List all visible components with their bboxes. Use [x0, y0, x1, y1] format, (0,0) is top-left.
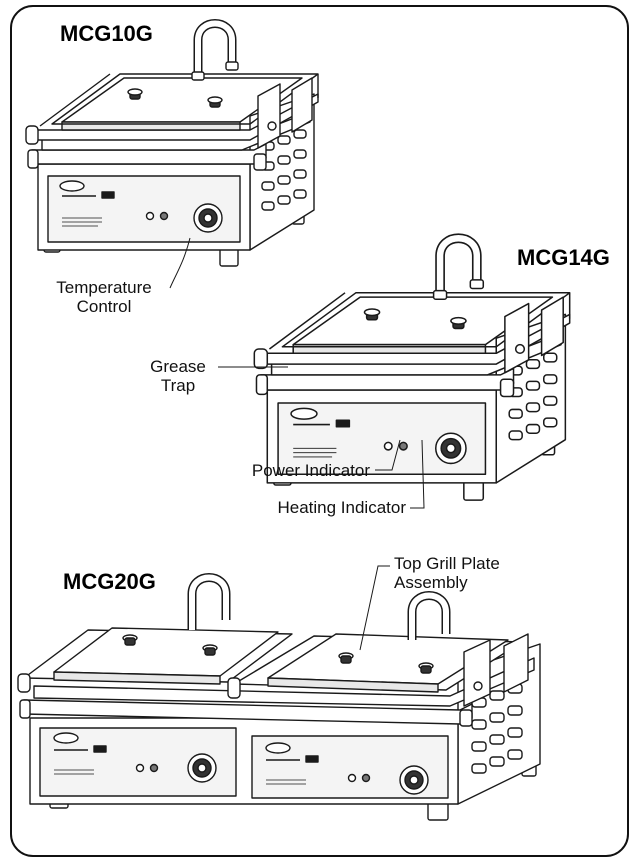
page-border: [10, 5, 629, 857]
leader-lines: [169, 237, 425, 651]
label-power-indicator: Power Indicator: [251, 461, 370, 480]
model-label-mcg20g: MCG20G: [63, 569, 156, 594]
label-heating-indicator: Heating Indicator: [277, 498, 406, 517]
label-temperature-control-line2: Control: [76, 297, 132, 316]
label-top-grill-plate-assembly: Top Grill Plate Assembly: [394, 554, 500, 592]
model-label-mcg14g: MCG14G: [517, 245, 610, 270]
label-temperature-control-line1: Temperature: [56, 278, 152, 297]
model-label-mcg10g: MCG10G: [60, 21, 153, 46]
label-top-grill-plate-assembly-line1: Top Grill Plate: [394, 554, 500, 573]
leader-power-indicator: [375, 439, 401, 471]
label-grease-trap-line1: Grease: [150, 357, 206, 376]
leader-temperature-control: [169, 237, 191, 289]
grill-mcg20g: [17, 573, 541, 821]
label-grease-trap-line2: Trap: [160, 376, 196, 395]
label-temperature-control: Temperature Control: [20, 278, 188, 316]
label-top-grill-plate-assembly-line2: Assembly: [394, 573, 468, 592]
leader-top-grill-plate: [359, 565, 390, 651]
grill-mcg10g: [26, 24, 318, 267]
label-grease-trap: Grease Trap: [138, 357, 218, 395]
leader-heating-indicator: [410, 439, 425, 509]
